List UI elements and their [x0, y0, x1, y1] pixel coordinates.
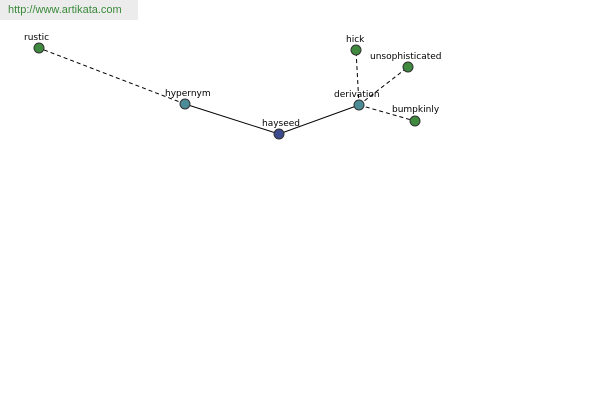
node-bumpkinly[interactable] — [409, 115, 421, 127]
edge-derivation-hick — [355, 49, 360, 106]
edge-hypernym-rustic — [38, 47, 186, 105]
label-rustic: rustic — [24, 33, 49, 43]
node-hayseed[interactable] — [273, 128, 285, 140]
edge-derivation-bumpkinly — [358, 104, 416, 122]
edge-hayseed-derivation — [278, 104, 360, 135]
node-unsophisticated[interactable] — [402, 61, 414, 73]
node-derivation[interactable] — [353, 99, 365, 111]
edge-hayseed-hypernym — [184, 103, 280, 135]
label-hick: hick — [346, 35, 365, 45]
label-unsophisticated: unsophisticated — [370, 52, 441, 62]
node-hypernym[interactable] — [179, 98, 191, 110]
label-hayseed: hayseed — [262, 119, 300, 129]
label-bumpkinly: bumpkinly — [392, 105, 440, 115]
node-hick[interactable] — [350, 44, 362, 56]
node-rustic[interactable] — [33, 42, 45, 54]
label-derivation: derivation — [334, 90, 380, 100]
label-hypernym: hypernym — [165, 89, 211, 99]
edge-derivation-unsophisticated — [358, 66, 409, 106]
watermark-banner: http://www.artikata.com — [0, 0, 138, 20]
watermark-url: http://www.artikata.com — [8, 4, 122, 16]
